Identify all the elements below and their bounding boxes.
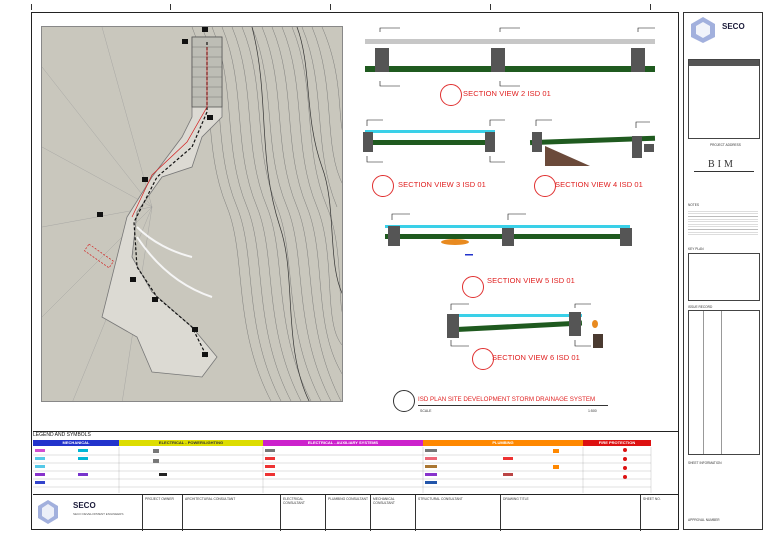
drainage-route: [133, 42, 208, 358]
seco-logo-icon: [691, 17, 715, 43]
rp-approval: APPROVAL NUMBER: [688, 518, 720, 522]
title-underline: [418, 405, 608, 406]
tb-electrical: ELECTRICAL CONSULTANT: [281, 495, 326, 531]
tb-architectural: ARCHITECTURAL CONSULTANT: [183, 495, 281, 531]
legend: LEGEND AND SYMBOLS MECHANICAL ELECTRICAL…: [33, 431, 678, 493]
legend-swatches: [33, 447, 652, 493]
drawing-frame: [31, 12, 679, 530]
section-view-2-drawing: [365, 27, 655, 87]
tb-brand-sub: SECO DEVELOPMENT ENGINEERS: [73, 512, 124, 516]
rp-bar: [689, 60, 759, 66]
border-tick: [650, 4, 651, 10]
section-marker: [440, 84, 462, 106]
legend-header: LEGEND AND SYMBOLS: [33, 432, 91, 438]
tb-mechanical: MECHANICAL CONSULTANT: [371, 495, 416, 531]
developed-area: [101, 36, 223, 378]
border-tick: [31, 4, 32, 10]
rp-sheet-info: SHEET INFORMATION: [688, 461, 722, 465]
rp-notes: NOTES: [688, 203, 699, 207]
section-view-6-label: SECTION VIEW 6 ISD 01: [492, 353, 580, 362]
title-ring: [393, 390, 415, 412]
section-view-6-drawing: [446, 303, 603, 348]
section-view-5-drawing: [385, 213, 632, 256]
scale-value: 1:500: [588, 409, 597, 413]
culvert: [83, 243, 115, 269]
section-marker: [534, 175, 556, 197]
section-marker: [372, 175, 394, 197]
section-view-3-label: SECTION VIEW 3 ISD 01: [398, 180, 486, 189]
tb-project-owner: PROJECT OWNER: [143, 495, 183, 531]
section-marker: [462, 276, 484, 298]
section-view-4-label: SECTION VIEW 4 ISD 01: [555, 180, 643, 189]
legend-cat-plumbing: PLUMBING: [423, 440, 583, 446]
seco-logo-icon: [38, 500, 58, 524]
section-view-5-label: SECTION VIEW 5 ISD 01: [487, 276, 575, 285]
right-panel: SECO PROJECT ADDRESS BIM NOTES KEY PLAN …: [683, 12, 763, 530]
storm-pipe: [131, 47, 208, 218]
section-view-2-label: SECTION VIEW 2 ISD 01: [463, 89, 551, 98]
legend-cat-fire: FIRE PROTECTION: [583, 440, 651, 446]
tb-logo-cell: SECO SECO DEVELOPMENT ENGINEERS: [33, 495, 143, 531]
border-tick: [170, 4, 171, 10]
legend-cat-electrical-aux: ELECTRICAL - AUXILIARY SYSTEMS: [263, 440, 423, 446]
rp-key-plan-box: [688, 253, 760, 301]
rp-project-address: PROJECT ADDRESS: [710, 143, 741, 147]
tb-sheet-no: SHEET NO.: [643, 497, 661, 501]
site-plan-drawing: [42, 27, 342, 401]
tb-plumbing: PLUMBING CONSULTANT: [326, 495, 371, 531]
tb-structural: STRUCTURAL CONSULTANT: [416, 495, 501, 531]
scale-label: SCALE: [420, 409, 432, 413]
rp-notes-text: [688, 209, 758, 235]
rp-issue-record: ISSUE RECORD: [688, 305, 713, 309]
border-tick: [330, 4, 331, 10]
rp-key-plan: KEY PLAN: [688, 247, 704, 251]
border-tick: [490, 4, 491, 10]
tb-brand: SECO: [73, 501, 96, 510]
rp-bim: BIM: [708, 159, 736, 170]
plan-title: ISD PLAN SITE DEVELOPMENT STORM DRAINAGE…: [418, 396, 596, 403]
section-view-4-drawing: [529, 119, 656, 166]
section-view-3-drawing: [363, 119, 505, 163]
rp-issue-table: [688, 310, 760, 455]
rp-divider: [694, 171, 754, 172]
legend-cat-mechanical: MECHANICAL: [33, 440, 119, 446]
section-marker: [472, 348, 494, 370]
title-block: SECO SECO DEVELOPMENT ENGINEERS PROJECT …: [33, 494, 678, 531]
rp-project-box: [688, 59, 760, 139]
rp-brand: SECO: [722, 22, 745, 31]
site-plan: [41, 26, 343, 402]
legend-cat-electrical-power: ELECTRICAL - POWER/LIGHTING: [119, 440, 263, 446]
tb-drawing-title: DRAWING TITLE: [501, 495, 641, 531]
